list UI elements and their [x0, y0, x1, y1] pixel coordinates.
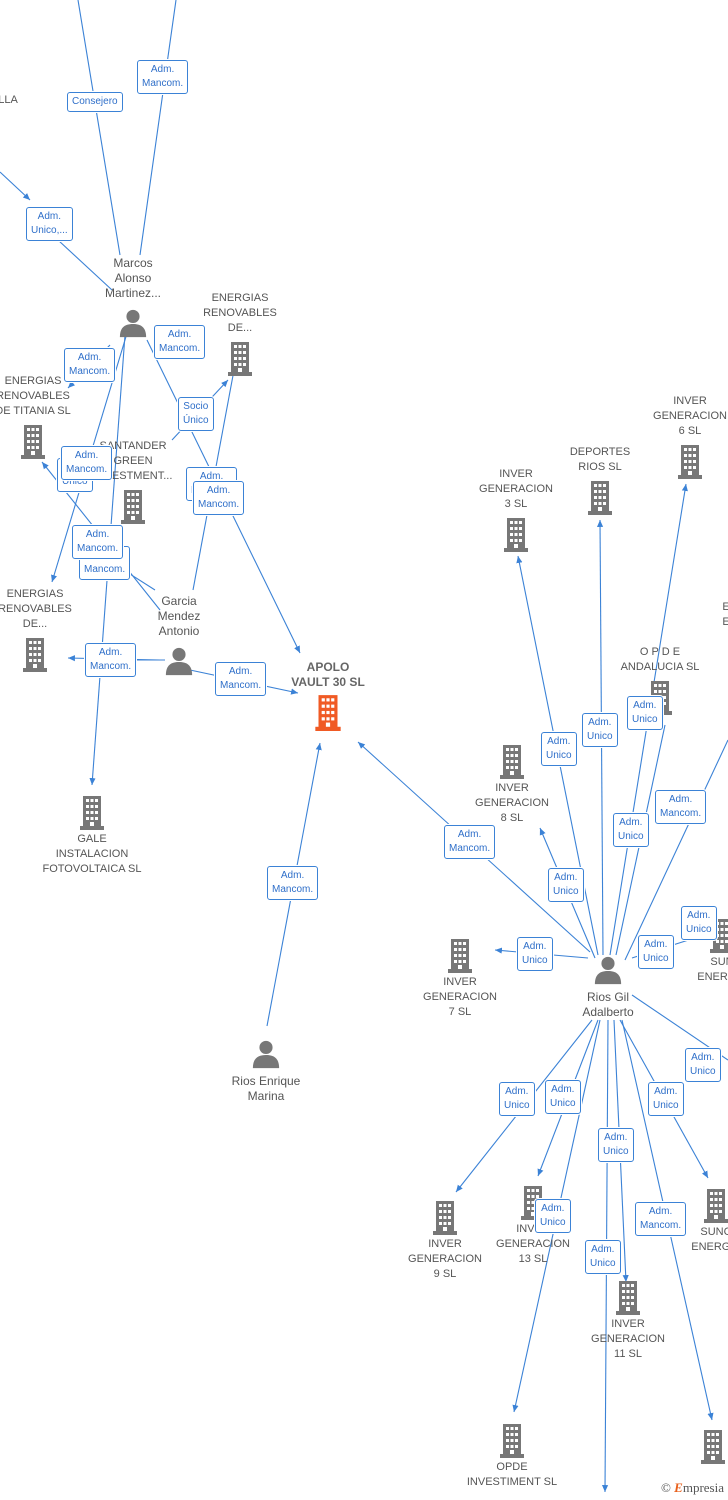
building-icon[interactable]: [500, 745, 524, 779]
edge-label-e-ig8[interactable]: Adm. Unico: [548, 868, 584, 902]
node-label-ig7[interactable]: INVER GENERACION 7 SL: [423, 976, 497, 1018]
building-icon[interactable]: [448, 939, 472, 973]
edge-label-e-admmanc-top[interactable]: Adm. Mancom.: [137, 60, 189, 94]
building-icon[interactable]: [433, 1201, 457, 1235]
edge-label-e-ig11[interactable]: Adm. Unico: [598, 1128, 634, 1162]
node-label-garcia[interactable]: Garcia Mendez Antonio: [157, 594, 201, 638]
building-icon[interactable]: [701, 1430, 725, 1464]
node-label-rios-gil[interactable]: Rios Gil Adalberto: [582, 990, 634, 1019]
edge-label-e-sun-b[interactable]: Adm. Unico: [681, 906, 717, 940]
node-label-marcos[interactable]: Marcos Alonso Martinez...: [104, 256, 161, 300]
relationship-edge: [77, 0, 121, 256]
relationship-edge: [139, 0, 177, 256]
person-icon[interactable]: [252, 1040, 280, 1069]
node-label-opde-and[interactable]: O P D E ANDALUCIA SL: [620, 646, 700, 673]
brand-name: mpresia: [682, 1480, 724, 1495]
edge-label-e-socio[interactable]: Socio Único: [178, 397, 214, 431]
edge-label-e-consejero[interactable]: Consejero: [67, 92, 123, 112]
empresia-credit: © Empresia: [661, 1480, 724, 1496]
edge-label-e-marcos-erleft[interactable]: Adm. Mancom.: [64, 348, 116, 382]
edge-label-e-deportes[interactable]: Adm. Unico: [582, 713, 618, 747]
building-icon[interactable]: [588, 481, 612, 515]
edge-label-e-br-bottom[interactable]: Adm. Mancom.: [635, 1202, 687, 1236]
edge-label-e-bottom[interactable]: Adm. Unico: [585, 1240, 621, 1274]
node-label-er-de-left[interactable]: ENERGIAS RENOVABLES DE...: [0, 588, 72, 630]
edge-label-e-sun-a[interactable]: Adm. Unico: [638, 935, 674, 969]
edge-label-e-e-right[interactable]: Adm. Mancom.: [655, 790, 707, 824]
node-label-ig8[interactable]: INVER GENERACION 8 SL: [475, 782, 549, 824]
node-label-ig11[interactable]: INVER GENERACION 11 SL: [591, 1318, 665, 1360]
building-icon[interactable]: [678, 445, 702, 479]
person-icon[interactable]: [119, 309, 147, 338]
edge-label-e-ig13[interactable]: Adm. Unico: [545, 1080, 581, 1114]
node-label-ig9[interactable]: INVER GENERACION 9 SL: [408, 1238, 482, 1280]
building-icon[interactable]: [228, 342, 252, 376]
node-label-opde-inv[interactable]: OPDE INVESTIMENT SL: [466, 1461, 558, 1488]
relationship-edge: [624, 739, 728, 961]
copyright-icon: ©: [661, 1480, 671, 1495]
edge-label-e-garcia-erleft-b[interactable]: Adm. Mancom.: [72, 525, 124, 559]
edge-label-e-ig6[interactable]: Adm. Unico: [627, 696, 663, 730]
node-label-ig6[interactable]: INVER GENERACION 6 SL: [653, 395, 727, 437]
node-label-sunc[interactable]: SUNC ENERGIA: [691, 1226, 728, 1253]
edge-label-e-ig7[interactable]: Adm. Unico: [517, 937, 553, 971]
node-label-apolo[interactable]: APOLO VAULT 30 SL: [291, 660, 365, 689]
building-icon[interactable]: [80, 796, 104, 830]
building-icon[interactable]: [704, 1189, 728, 1223]
building-icon[interactable]: [121, 490, 145, 524]
edge-label-e-garcia-apolo[interactable]: Adm. Mancom.: [215, 662, 267, 696]
node-label-ig13[interactable]: INVER GENERACION 13 SL: [496, 1223, 570, 1265]
edge-label-e-opde-inv[interactable]: Adm. Unico: [535, 1199, 571, 1233]
node-label-sun-right[interactable]: SUN ENERGIA: [697, 956, 728, 983]
building-icon[interactable]: [315, 695, 341, 731]
edge-label-e-sunc-b[interactable]: Adm. Unico: [685, 1048, 721, 1082]
node-label-santander[interactable]: SANTANDER GREEN INVESTMENT...: [93, 440, 173, 482]
relationship-edge: [0, 171, 31, 201]
edge-label-e-ig9[interactable]: Adm. Unico: [499, 1082, 535, 1116]
person-icon[interactable]: [594, 956, 622, 985]
edge-label-e-garcia-ertop-b[interactable]: Adm. Mancom.: [193, 481, 245, 515]
edge-label-e-sunc-a[interactable]: Adm. Unico: [648, 1082, 684, 1116]
brand-initial: E: [674, 1480, 683, 1495]
node-label-deportes[interactable]: DEPORTES RIOS SL: [569, 446, 631, 473]
node-label-lla[interactable]: LLA: [0, 94, 18, 106]
edge-label-e-titania-manc[interactable]: Adm. Mancom.: [61, 446, 113, 480]
node-label-er-de-top[interactable]: ENERGIAS RENOVABLES DE...: [203, 292, 277, 334]
edge-label-e-riosgil-apolo[interactable]: Adm. Mancom.: [444, 825, 496, 859]
node-label-er-titania[interactable]: ENERGIAS RENOVABLES DE TITANIA SL: [0, 375, 71, 417]
edge-label-e-garcia-gale[interactable]: Adm. Mancom.: [85, 643, 137, 677]
edge-label-e-ig3[interactable]: Adm. Unico: [541, 732, 577, 766]
person-icon[interactable]: [165, 647, 193, 676]
building-icon[interactable]: [500, 1424, 524, 1458]
building-icon[interactable]: [616, 1281, 640, 1315]
edge-label-e-admunico-left[interactable]: Adm. Unico,...: [26, 207, 73, 241]
node-label-e-right[interactable]: E E: [722, 601, 728, 628]
edge-label-e-opde-and[interactable]: Adm. Unico: [613, 813, 649, 847]
edge-label-e-marcos-apolo[interactable]: Adm. Mancom.: [154, 325, 206, 359]
edge-label-e-riosenr-apolo[interactable]: Adm. Mancom.: [267, 866, 319, 900]
node-label-ig3[interactable]: INVER GENERACION 3 SL: [479, 468, 553, 510]
building-icon[interactable]: [21, 425, 45, 459]
node-label-rios-enrique[interactable]: Rios Enrique Marina: [231, 1074, 301, 1103]
node-label-gale[interactable]: GALE INSTALACION FOTOVOLTAICA SL: [42, 833, 142, 875]
building-icon[interactable]: [504, 518, 528, 552]
building-icon[interactable]: [23, 638, 47, 672]
